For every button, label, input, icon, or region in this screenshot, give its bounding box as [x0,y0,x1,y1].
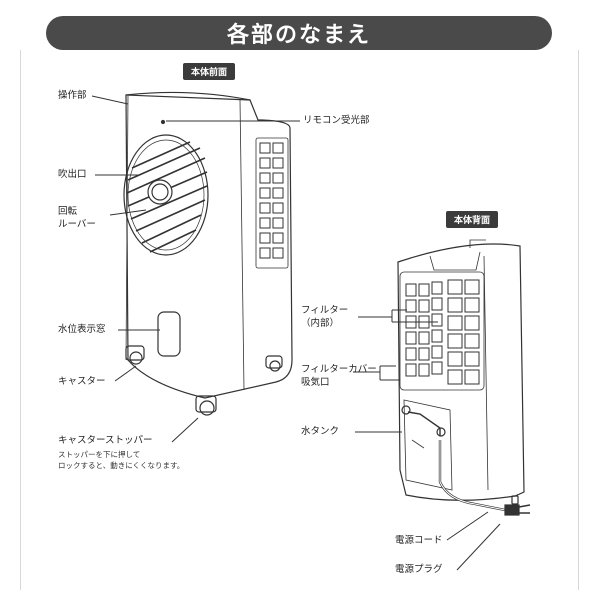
label-control-panel: 操作部 [58,90,87,101]
label-louver-line1: 回転 [58,206,78,217]
caster-note-line1: ストッパーを下に押して [58,450,141,459]
label-filter-line1: フィルター [301,305,349,316]
back-unit-body [397,243,525,501]
front-top-panel [125,91,251,101]
label-water-tank: 水タンク [301,426,340,437]
label-filter-cover-line1: フィルターカバー [301,364,377,375]
back-filter-grid [405,279,480,385]
water-level-window [157,311,181,357]
power-plug-body [504,504,520,516]
front-unit-body [125,94,293,399]
label-caster-stopper: キャスターストッパー [58,435,153,446]
back-view-badge: 本体背面 [446,211,499,228]
label-filter-line2: （内部） [301,318,340,329]
label-air-outlet: 吹出口 [58,169,87,180]
label-water-window: 水位表示窓 [58,324,106,335]
label-power-cord: 電源コード [395,535,443,546]
right-margin-rule [578,50,579,590]
label-louver-line2: ルーバー [58,219,96,230]
water-tank [403,399,453,491]
label-power-plug: 電源プラグ [395,564,443,575]
label-caster: キャスター [58,376,106,387]
label-remote-receiver: リモコン受光部 [303,115,370,126]
label-filter-cover-line2: 吸気口 [301,377,330,388]
front-casters [125,345,283,416]
front-view-badge: 本体前面 [183,63,236,80]
air-outlet-grille [123,134,209,256]
left-margin-rule [20,50,21,590]
page-title: 各部のなまえ [46,16,552,50]
caster-note-line2: ロックすると、動きにくくなります。 [58,461,185,470]
front-side-vents [259,142,284,259]
